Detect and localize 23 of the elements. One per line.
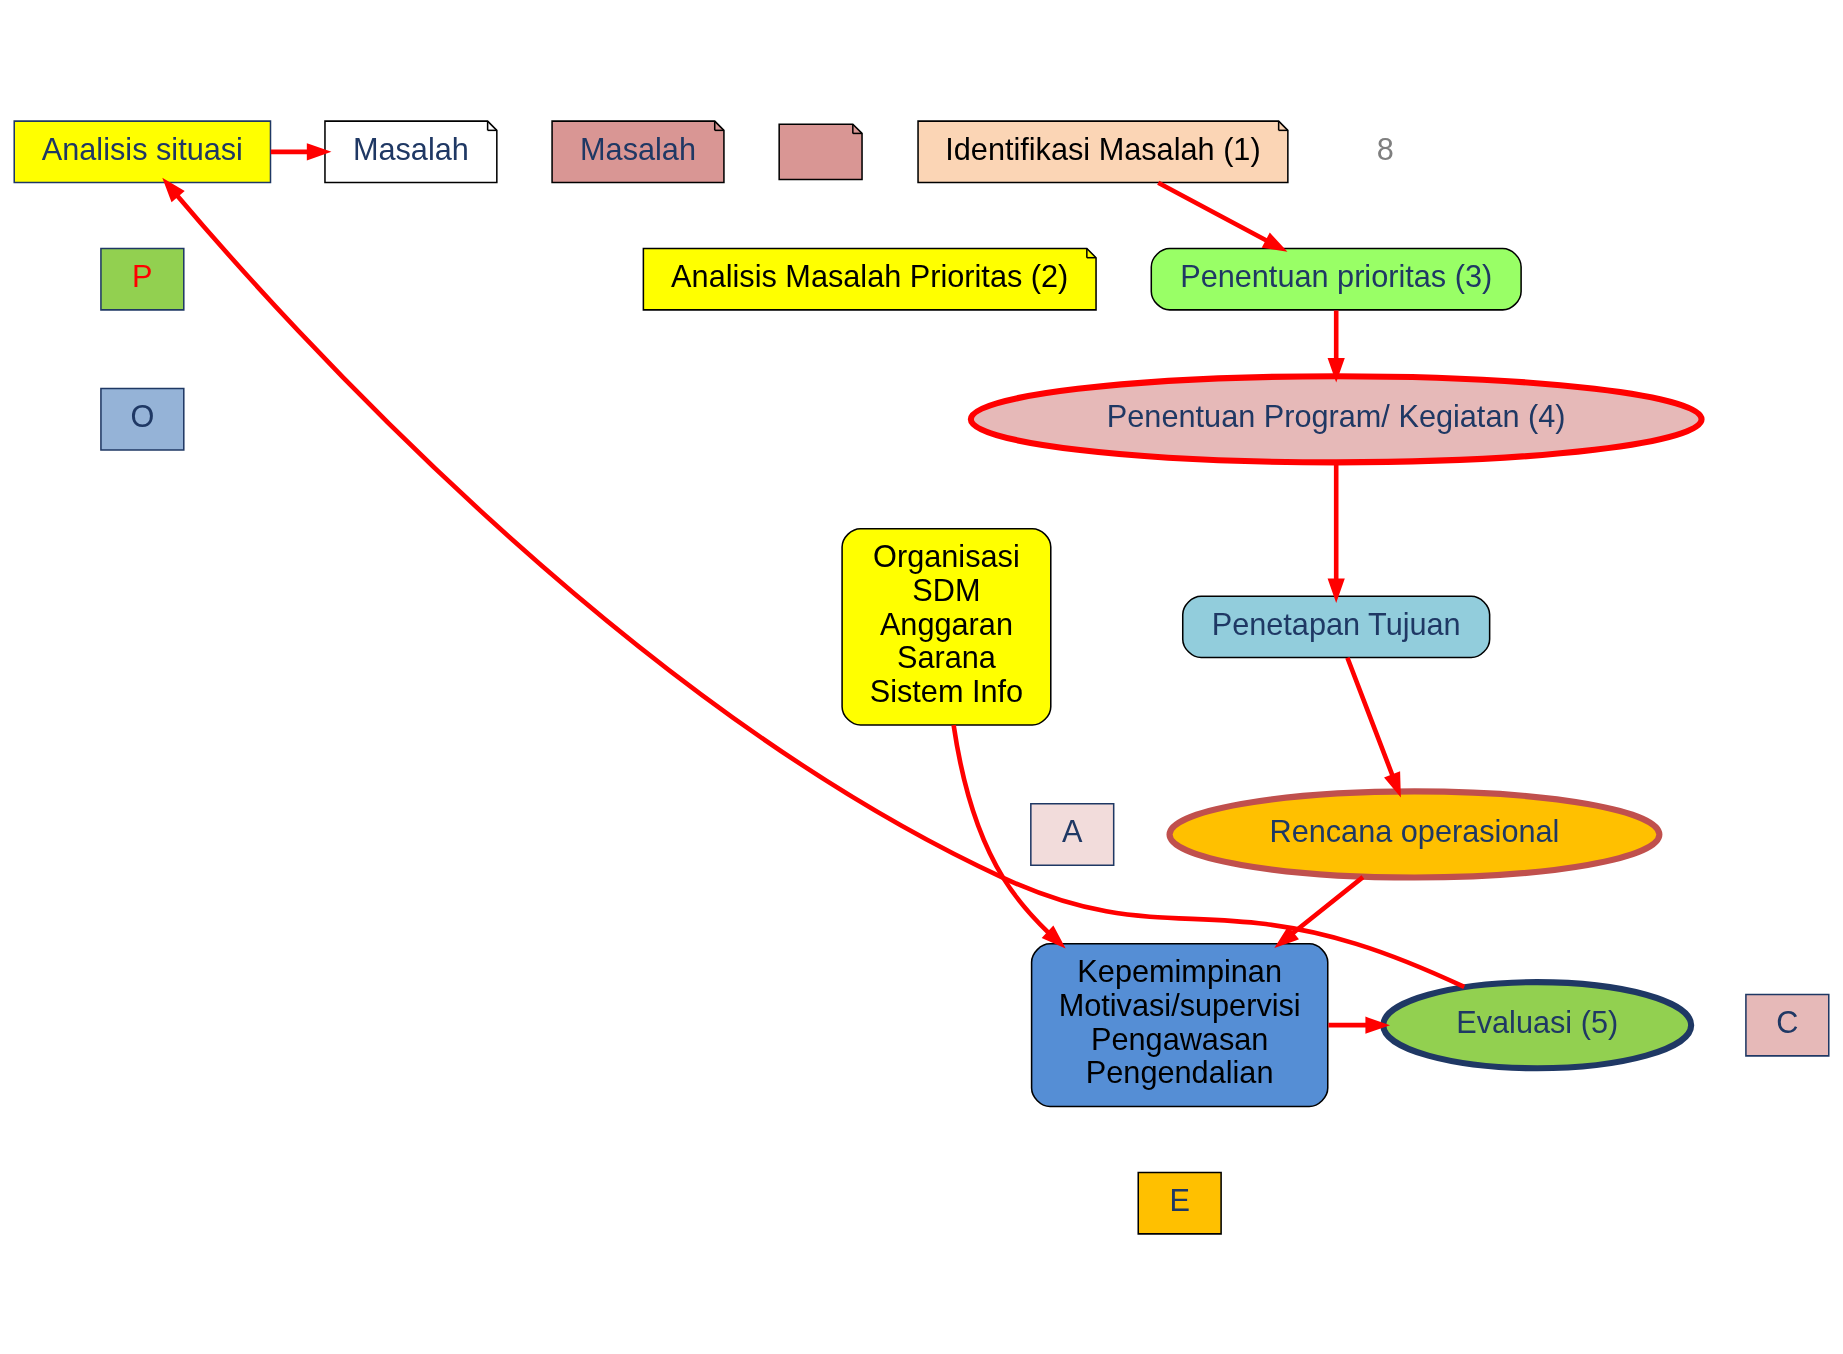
node-box: E: [1137, 1171, 1222, 1235]
arrow: [1274, 874, 1365, 948]
node-box: P: [100, 247, 185, 311]
label: 8: [1376, 131, 1394, 166]
node-box: Penentuan prioritas (3): [1150, 247, 1522, 311]
node-box: O: [100, 387, 185, 451]
arrow: [1345, 656, 1401, 797]
arrow: [270, 142, 332, 160]
node-box: A: [1030, 802, 1115, 866]
node-ellipse: Rencana operasional: [1166, 787, 1663, 881]
node-box: C: [1745, 993, 1830, 1057]
arrow: [951, 724, 1066, 948]
arrow: [1327, 309, 1345, 383]
arrow: [1328, 1016, 1391, 1034]
node-ellipse: Penentuan Program/ Kegiatan (4): [967, 372, 1705, 465]
node-box: Organisasi SDM Anggaran Sarana Sistem Info: [841, 527, 1052, 726]
arrow: [1157, 180, 1288, 252]
node-box: Kepemimpinan Motivasi/supervisi Pengawasan Pengendalian: [1030, 942, 1329, 1107]
node-box: Penetapan Tujuan: [1182, 594, 1491, 658]
node-ellipse: Evaluasi (5): [1380, 978, 1695, 1071]
arrow: [1327, 462, 1345, 603]
node-box: Analisis situasi: [13, 119, 272, 183]
arrow: [162, 177, 1466, 989]
